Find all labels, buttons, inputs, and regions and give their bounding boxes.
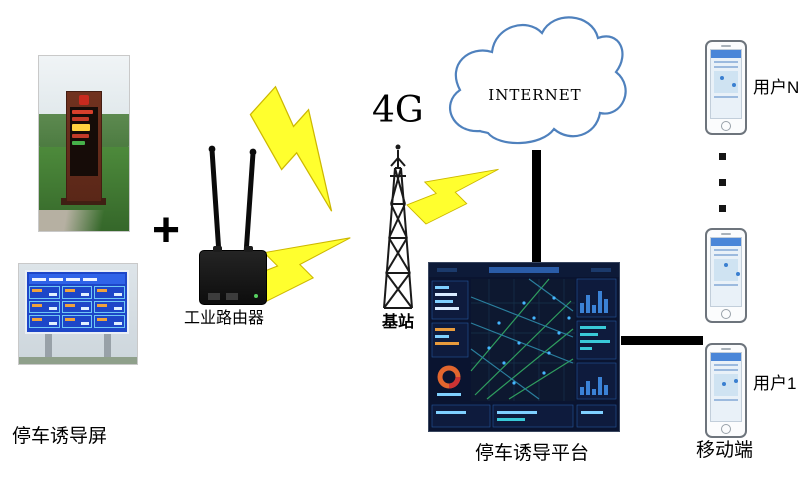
antenna-mount — [244, 246, 253, 252]
ellipsis-dot — [719, 205, 726, 212]
label-internet: INTERNET — [488, 86, 582, 104]
ellipsis-dot — [719, 153, 726, 160]
connector-cloud-platform — [532, 150, 541, 262]
smartphone-user-1 — [705, 343, 747, 438]
caption-industrial-router: 工业路由器 — [184, 310, 265, 327]
phone-home-button — [721, 121, 731, 131]
phone-home-button — [721, 309, 731, 319]
caption-guidance-screen: 停车诱导屏 — [12, 426, 108, 447]
phone-screen — [710, 49, 742, 119]
ellipsis-dot — [719, 179, 726, 186]
phone-home-button — [721, 424, 731, 434]
router-port — [208, 293, 220, 300]
router-antennas-icon — [208, 145, 257, 257]
guidance-board-photo — [18, 263, 138, 365]
phone-speaker — [721, 233, 731, 235]
dashboard-bottom-panels — [431, 404, 617, 428]
phone-screen — [710, 237, 742, 307]
dashboard-drawing — [429, 263, 619, 428]
industrial-router-icon — [199, 246, 267, 305]
plus-sign: + — [152, 204, 181, 257]
guidance-sign-photo — [38, 55, 130, 232]
phone-speaker — [721, 348, 731, 350]
board-leg — [45, 334, 52, 358]
dashboard-left-panels — [431, 280, 469, 396]
board-header — [29, 274, 125, 284]
dashboard-right-panels — [576, 278, 617, 400]
caption-base-station: 基站 — [382, 314, 415, 331]
guidance-board — [25, 270, 129, 334]
lightning-bolt-icon — [249, 85, 333, 212]
phone-screen — [710, 352, 742, 422]
photo-path — [39, 210, 129, 231]
label-user-1: 用户1 — [753, 374, 797, 393]
router-led — [254, 294, 258, 298]
smartphone-user-n — [705, 40, 747, 135]
dashboard-map — [470, 278, 575, 401]
antenna-mount — [213, 246, 222, 252]
internet-cloud-icon — [449, 16, 627, 145]
label-4g: 4G — [372, 90, 424, 131]
phone-speaker — [721, 45, 731, 47]
dashboard-titlebar — [437, 267, 611, 273]
board-grid — [29, 286, 125, 328]
guidance-sign-pillar — [66, 91, 103, 202]
caption-guidance-platform: 停车诱导平台 — [475, 443, 590, 464]
board-leg — [104, 334, 111, 358]
caption-mobile-terminal: 移动端 — [696, 440, 754, 461]
smartphone-user-middle — [705, 228, 747, 323]
platform-screenshot — [428, 262, 620, 432]
lightning-bolt-icon — [406, 168, 499, 225]
base-station-tower-icon — [383, 144, 413, 309]
sign-logo — [79, 95, 90, 105]
label-user-n: 用户N — [753, 78, 800, 97]
photo-ground — [19, 357, 137, 364]
connector-platform-mobile — [621, 336, 703, 345]
router-port — [226, 293, 238, 300]
sign-led-panel — [70, 107, 99, 176]
